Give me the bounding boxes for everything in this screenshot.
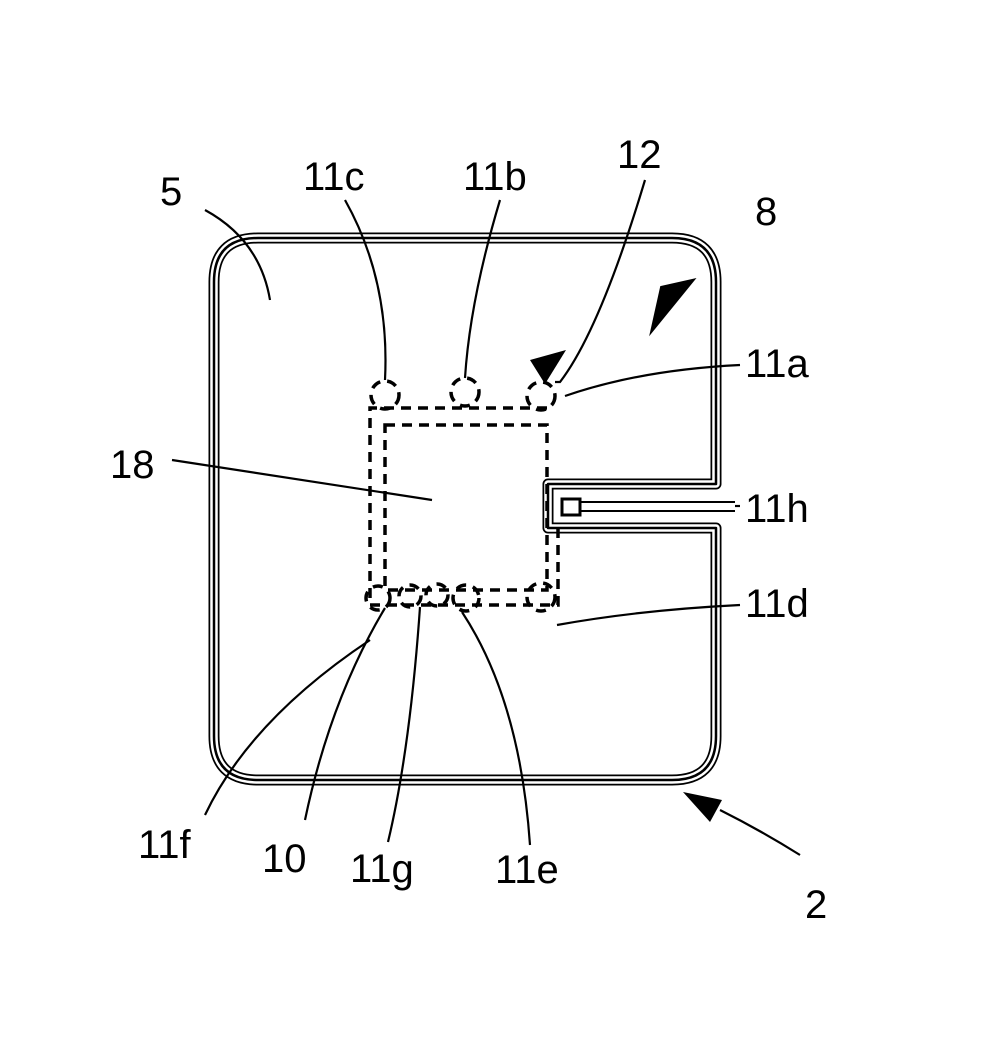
- label-10: 10: [262, 837, 307, 881]
- label-11c: 11c: [303, 155, 365, 199]
- label-11e: 11e: [495, 848, 559, 892]
- label-11g: 11g: [350, 847, 414, 891]
- chip-outline: [368, 406, 560, 607]
- contact-bumps: [364, 376, 557, 613]
- reference-numerals: 5 11c 11b 12 8 11a 18 11h 11d 11f 10 11g…: [110, 133, 827, 927]
- label-11d: 11d: [745, 582, 809, 626]
- connector-pad: [560, 497, 582, 517]
- label-11f: 11f: [138, 823, 192, 867]
- label-18: 18: [110, 443, 155, 487]
- lead-wires: [580, 501, 735, 512]
- label-11a: 11a: [745, 342, 810, 386]
- label-11h: 11h: [745, 487, 809, 531]
- label-12: 12: [617, 133, 662, 177]
- label-11b: 11b: [463, 155, 527, 199]
- label-2: 2: [805, 883, 827, 927]
- label-8: 8: [755, 190, 777, 234]
- leader-lines: [171, 179, 741, 846]
- label-5: 5: [160, 170, 182, 214]
- outer-frame: [208, 232, 722, 786]
- arrows: [530, 278, 801, 856]
